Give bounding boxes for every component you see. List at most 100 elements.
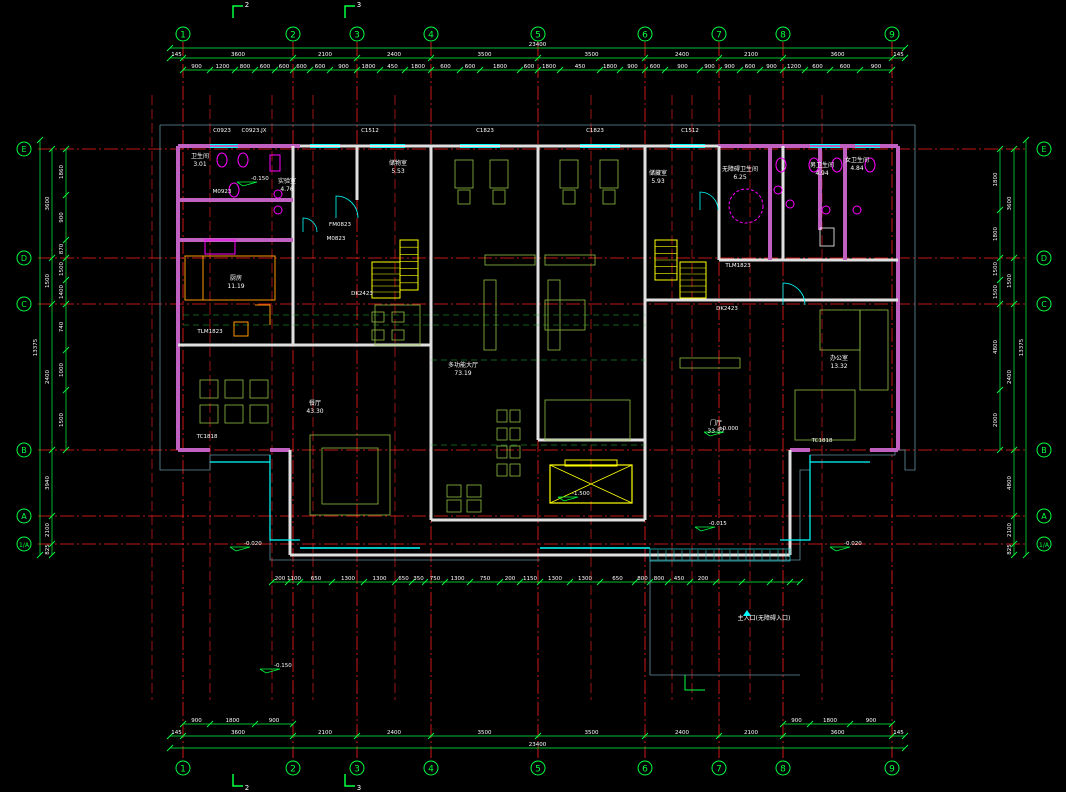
axis-bubble-label: 5: [535, 31, 541, 41]
axis-bubble: [16, 536, 32, 552]
room-name: 多功能大厅: [448, 361, 478, 369]
dim-tick: [641, 54, 649, 62]
dim-label: 1500: [59, 413, 65, 427]
door-window-tag: C1512: [681, 128, 699, 134]
room-area: 4.84: [850, 165, 864, 172]
axis-bubble-label: A: [21, 512, 27, 521]
section-mark-label: 2: [245, 784, 249, 792]
display-row: [679, 357, 741, 369]
dim-tick: [427, 54, 435, 62]
axis-bubble: [1036, 508, 1052, 524]
axis-bubble-label: 2: [290, 31, 296, 41]
entrance-ramp: [649, 548, 791, 562]
axis-bubble: [637, 760, 653, 776]
seat: [509, 445, 521, 459]
axis-bubble: [1036, 250, 1052, 266]
dim-label: 2100: [1007, 523, 1013, 537]
dim-tick: [456, 66, 464, 74]
dim-tick: [888, 66, 896, 74]
elevation-marker: [259, 668, 281, 674]
dim-tick: [62, 236, 70, 244]
door-window-tag: FM0823: [329, 222, 351, 228]
dim-tick: [901, 744, 909, 752]
fitness-equipment: [454, 159, 474, 189]
dim-tick: [36, 551, 44, 559]
room-area: 4.76: [280, 186, 294, 193]
dim-tick: [901, 44, 909, 52]
fixtures: [184, 152, 889, 516]
room-area: 6.25: [733, 174, 747, 181]
dim-tick: [696, 66, 704, 74]
dim-tick: [996, 300, 1004, 308]
elevation-marker: [229, 546, 251, 552]
dim-label: 1500: [993, 285, 999, 299]
axis-bubble: [884, 760, 900, 776]
dim-tick: [736, 66, 744, 74]
eave-outline: [160, 124, 916, 676]
dim-tick: [328, 578, 336, 586]
axis-bubble-label: 3: [354, 31, 360, 41]
dim-tick: [496, 578, 504, 586]
axis-bubble: [775, 760, 791, 776]
dim-label: 600: [440, 64, 451, 70]
dim-tick: [779, 66, 787, 74]
axis-bubble-label: 9: [889, 765, 895, 775]
dim-label: 2400: [45, 370, 51, 384]
dim-tick: [466, 578, 474, 586]
dining-table: [199, 379, 219, 399]
dim-tick: [179, 54, 187, 62]
dim-label: 750: [430, 576, 441, 582]
dim-tick: [271, 66, 279, 74]
dim-label: 2100: [318, 52, 332, 58]
axis-bubble-label: 1: [180, 31, 186, 41]
seat: [509, 409, 521, 423]
glass-curtain: [269, 455, 300, 541]
dim-label: 200: [275, 576, 286, 582]
dim-label: 200: [505, 576, 516, 582]
chair: [371, 311, 385, 323]
dim-label: 1300: [548, 576, 562, 582]
axis-bubble: [884, 26, 900, 42]
dim-label: 200: [698, 576, 709, 582]
dim-tick: [62, 300, 70, 308]
axis-bubble: [637, 26, 653, 42]
fitness-equipment: [559, 159, 579, 189]
dim-label: 3600: [831, 730, 845, 736]
axis-bubble-label: 6: [642, 765, 648, 775]
dim-label: 900: [677, 64, 688, 70]
dim-label: 600: [465, 64, 476, 70]
axis-bubble-label: A: [1041, 512, 1047, 521]
office-table: [819, 309, 861, 351]
dim-label: 450: [387, 64, 398, 70]
room-area: 5.53: [391, 168, 405, 175]
kitchen-counter: [184, 255, 204, 301]
door-swing: [699, 191, 719, 211]
dim-label: 2100: [45, 523, 51, 537]
dim-label: 650: [398, 576, 409, 582]
dim-tick: [166, 44, 174, 52]
dim-tick: [516, 66, 524, 74]
reception-desk: [544, 399, 631, 441]
seat: [496, 445, 508, 459]
axis-lines: [38, 42, 1028, 758]
dim-tick: [901, 732, 909, 740]
elevation-label: -0.150: [251, 176, 269, 182]
elevation-marker: [557, 496, 579, 502]
axis-bubble: [530, 760, 546, 776]
dining-hall-table: [309, 434, 391, 516]
eave-outline: [159, 125, 540, 561]
fitness-equipment: [489, 159, 509, 189]
dining-table: [224, 379, 244, 399]
washbasin: [785, 199, 795, 209]
dim-tick: [715, 732, 723, 740]
dim-tick: [1010, 551, 1018, 559]
dim-tick: [641, 66, 649, 74]
entrance-arrow: [743, 610, 751, 616]
door-window-tag: TC1818: [196, 434, 218, 440]
dim-label: 2400: [1007, 370, 1013, 384]
dim-label: 650: [311, 576, 322, 582]
treadmill: [547, 279, 561, 351]
dim-tick: [206, 66, 214, 74]
axis-bubble: [711, 26, 727, 42]
dining-hall-table: [321, 447, 379, 505]
